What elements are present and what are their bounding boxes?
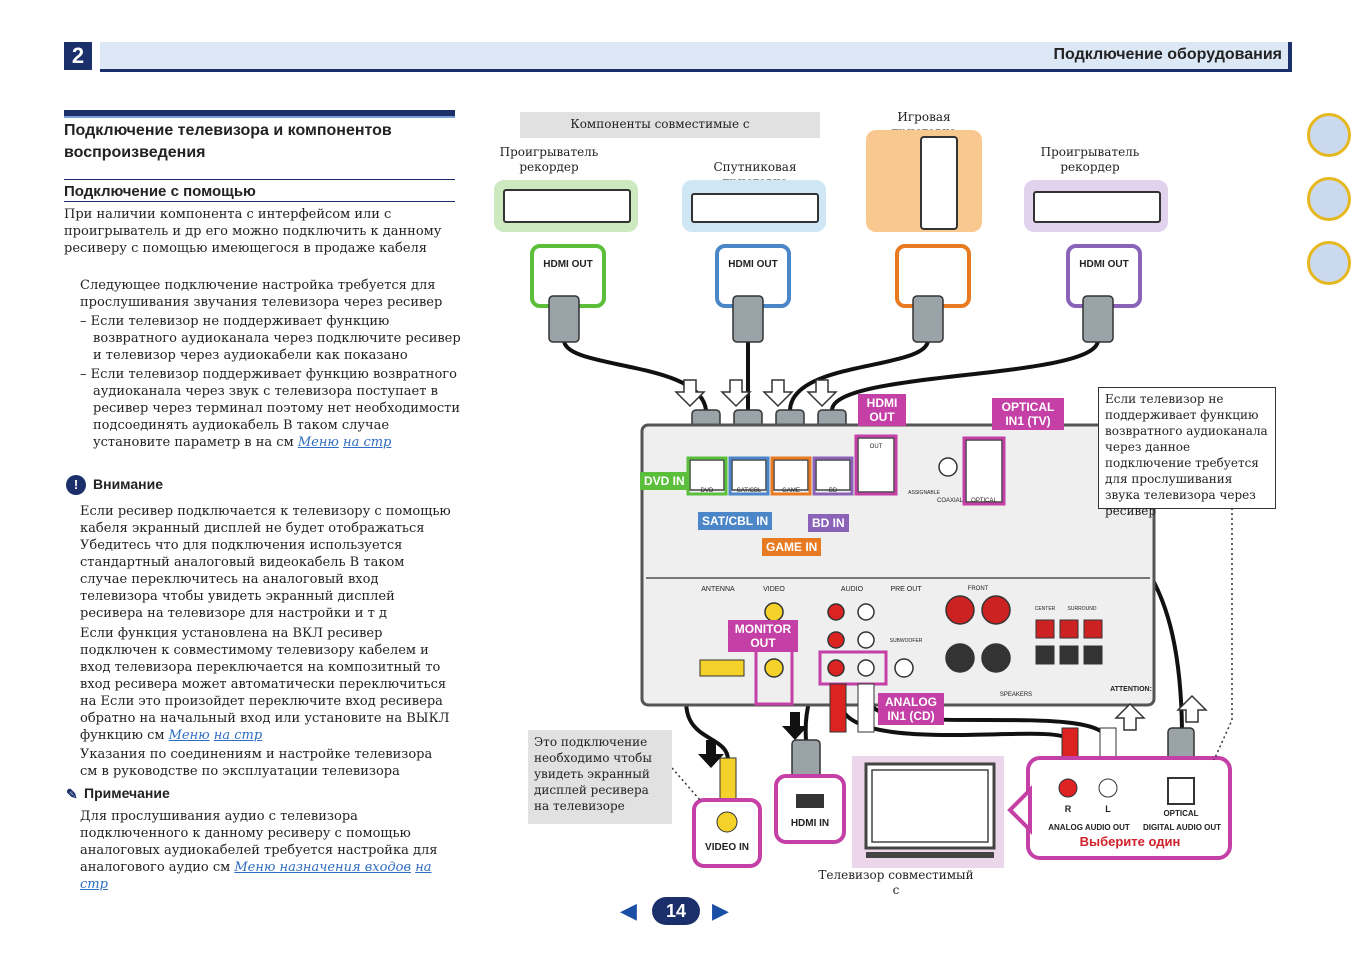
- manual-book-icon[interactable]: [1307, 113, 1351, 157]
- help-icon[interactable]: [1307, 241, 1351, 285]
- analog-out-label: ANALOG AUDIO OUT: [1048, 823, 1130, 832]
- page-link[interactable]: на стр: [213, 728, 263, 743]
- note-text-body: Для прослушивания аудио с телевизора под…: [80, 809, 438, 875]
- bd-in-tag: BD IN: [808, 514, 849, 532]
- section-rule: [64, 110, 455, 116]
- sat-icon: [691, 193, 819, 223]
- warning-text: Если ресивер подключается к телевизору с…: [80, 504, 451, 536]
- compat-label: Компоненты совместимые с: [570, 117, 750, 131]
- choose-one-label: Выберите один: [1079, 834, 1181, 849]
- panel-attention-label: ATTENTION:: [1110, 686, 1152, 693]
- r-label: R: [1064, 804, 1072, 814]
- list-item-text: Если телевизор не поддерживает функцию в…: [90, 314, 461, 363]
- hdmi-out-label: HDMI OUT: [728, 259, 778, 270]
- port-label-game: GAME: [782, 488, 800, 494]
- subsection-heading: Подключение с помощью: [64, 183, 256, 200]
- intro-paragraph: При наличии компонента с интерфейсом или…: [64, 207, 442, 256]
- hdmi-out-tag: HDMI OUT: [858, 394, 906, 426]
- monitor-out-tag: MONITOR OUT: [728, 620, 798, 652]
- port-label-bd: BD: [828, 488, 838, 494]
- panel-antenna-label: ANTENNA: [701, 586, 735, 593]
- note-icon: ✎: [66, 786, 78, 802]
- page-title: Подключение оборудования: [1053, 46, 1282, 63]
- hdmi-out-label: HDMI OUT: [1079, 259, 1129, 270]
- section-heading: Подключение телевизора и компонентов вос…: [64, 122, 392, 161]
- page-link[interactable]: на стр: [80, 860, 432, 892]
- receiver-icon[interactable]: [1307, 177, 1351, 221]
- warning-text: Убедитесь что для подключения использует…: [80, 538, 405, 621]
- dvd-in-tag: DVD IN: [640, 472, 689, 490]
- hdmi-out-label: HDMI OUT: [543, 259, 593, 270]
- tv-label: Телевизор совместимый с: [818, 868, 974, 897]
- page-number: 14: [652, 897, 700, 925]
- list-item: – Если телевизор не поддерживает функцию…: [80, 314, 461, 363]
- game-console-icon: [920, 136, 958, 230]
- menu-link[interactable]: Меню: [168, 728, 210, 743]
- player2-label: Проигрыватель рекордер: [1040, 145, 1140, 174]
- panel-preout-label: PRE OUT: [890, 586, 922, 593]
- port-label-satcbl: SAT/CBL: [736, 488, 762, 494]
- next-page-button[interactable]: ▶: [712, 898, 729, 923]
- warning-text: Если функция установлена на ВКЛ ресивер …: [80, 625, 452, 744]
- digital-out-label: DIGITAL AUDIO OUT: [1142, 823, 1222, 832]
- warning-heading: Внимание: [93, 476, 163, 492]
- warning-icon: !: [66, 475, 86, 495]
- player2-icon: [1033, 191, 1161, 223]
- panel-speakers-label: SPEAKERS: [999, 692, 1033, 698]
- compat-banner: [520, 112, 820, 138]
- satcbl-in-tag: SAT/CBL IN: [698, 512, 773, 530]
- subsection-rule-top: [64, 179, 455, 180]
- callout-osd: Это подключение необходимо чтобы увидеть…: [528, 730, 672, 824]
- panel-center-label: CENTER: [1034, 606, 1056, 612]
- port-label-out: OUT: [869, 444, 883, 450]
- note-text: Для прослушивания аудио с телевизора под…: [80, 808, 452, 893]
- panel-front-label: FRONT: [967, 586, 989, 592]
- prev-page-button[interactable]: ◀: [620, 898, 637, 923]
- optical-label: OPTICAL: [1163, 809, 1199, 818]
- optical-in-tag: OPTICAL IN1 (TV): [992, 398, 1064, 430]
- game-in-tag: GAME IN: [762, 538, 822, 556]
- note-heading: Примечание: [84, 785, 170, 801]
- l-label: L: [1105, 804, 1111, 814]
- panel-subwoofer-label: SUBWOOFER: [889, 638, 923, 644]
- return-channel-paragraph: Следующее подключение настройка требуетс…: [80, 278, 443, 310]
- list-item: – Если телевизор поддерживает функцию во…: [80, 367, 461, 450]
- warning-text-body: Если функция установлена на ВКЛ ресивер …: [80, 626, 450, 743]
- list-item-text: Если телевизор поддерживает функцию возв…: [90, 367, 461, 450]
- video-in-label: VIDEO IN: [705, 842, 749, 853]
- section-rule-light: [64, 116, 455, 118]
- port-label-coaxial: COAXIAL: [936, 498, 963, 504]
- port-label-optical: OPTICAL: [971, 498, 997, 504]
- subsection-rule-bottom: [64, 201, 455, 202]
- port-label-assignable: ASSIGNABLE: [908, 490, 940, 496]
- port-label-dvd: DVD: [700, 488, 714, 494]
- page-link[interactable]: на стр: [343, 435, 392, 450]
- panel-audio-label: AUDIO: [840, 586, 864, 593]
- warning-text: Указания по соединениям и настройке теле…: [80, 747, 433, 779]
- player1-icon: [503, 189, 631, 223]
- panel-video-label: VIDEO: [763, 586, 785, 593]
- cable-bd: [830, 339, 1100, 411]
- panel-surround-label: SURROUND: [1067, 606, 1097, 612]
- cable-audio-r: [838, 699, 1070, 742]
- menu-link[interactable]: Меню назначения входов: [234, 860, 412, 875]
- chapter-number: 2: [64, 42, 92, 70]
- callout-return-channel: Если телевизор не поддерживает функцию в…: [1098, 387, 1276, 518]
- player1-label: Проигрыватель рекордер: [499, 145, 599, 174]
- menu-link[interactable]: Меню: [297, 435, 339, 450]
- cable-game: [788, 339, 930, 411]
- header-bar: [100, 42, 1292, 72]
- analog-in-tag: ANALOG IN1 (CD): [878, 693, 944, 725]
- hdmi-in-label: HDMI IN: [790, 818, 830, 829]
